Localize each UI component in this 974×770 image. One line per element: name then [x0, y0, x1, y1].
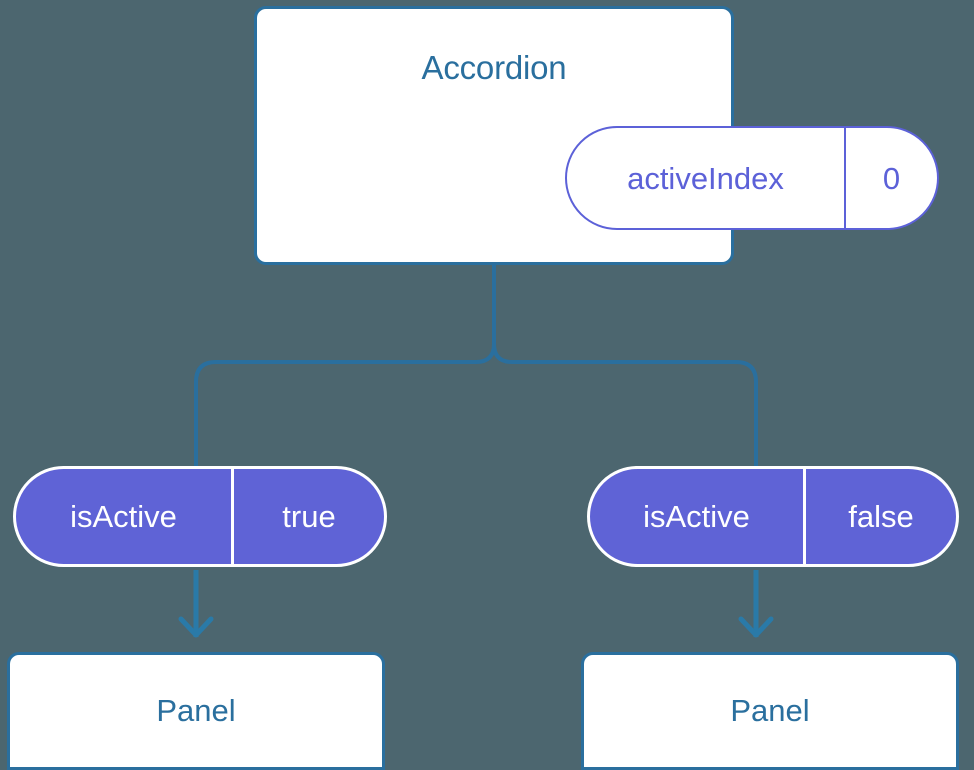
panel-title: Panel: [730, 693, 810, 728]
fork-connector: [194, 262, 758, 468]
panel-title: Panel: [156, 693, 236, 728]
panel-component-card-left[interactable]: Panel: [7, 652, 385, 770]
accordion-component-card[interactable]: Accordion activeIndex 0: [254, 6, 939, 265]
state-key-label: activeIndex: [567, 128, 846, 228]
prop-key-label: isActive: [590, 469, 806, 564]
state-value-label: 0: [882, 160, 901, 196]
prop-value-label: true: [282, 499, 336, 534]
prop-key-label: isActive: [16, 469, 234, 564]
arrow-left: [178, 570, 214, 638]
arrow-right: [738, 570, 774, 638]
prop-pill-is-active-false[interactable]: isActive false: [587, 466, 959, 567]
state-pill-active-index[interactable]: activeIndex 0: [565, 126, 939, 230]
prop-pill-is-active-true[interactable]: isActive true: [13, 466, 387, 567]
panel-component-card-right[interactable]: Panel: [581, 652, 959, 770]
accordion-title: Accordion: [421, 49, 567, 86]
prop-value-label: false: [848, 499, 914, 534]
